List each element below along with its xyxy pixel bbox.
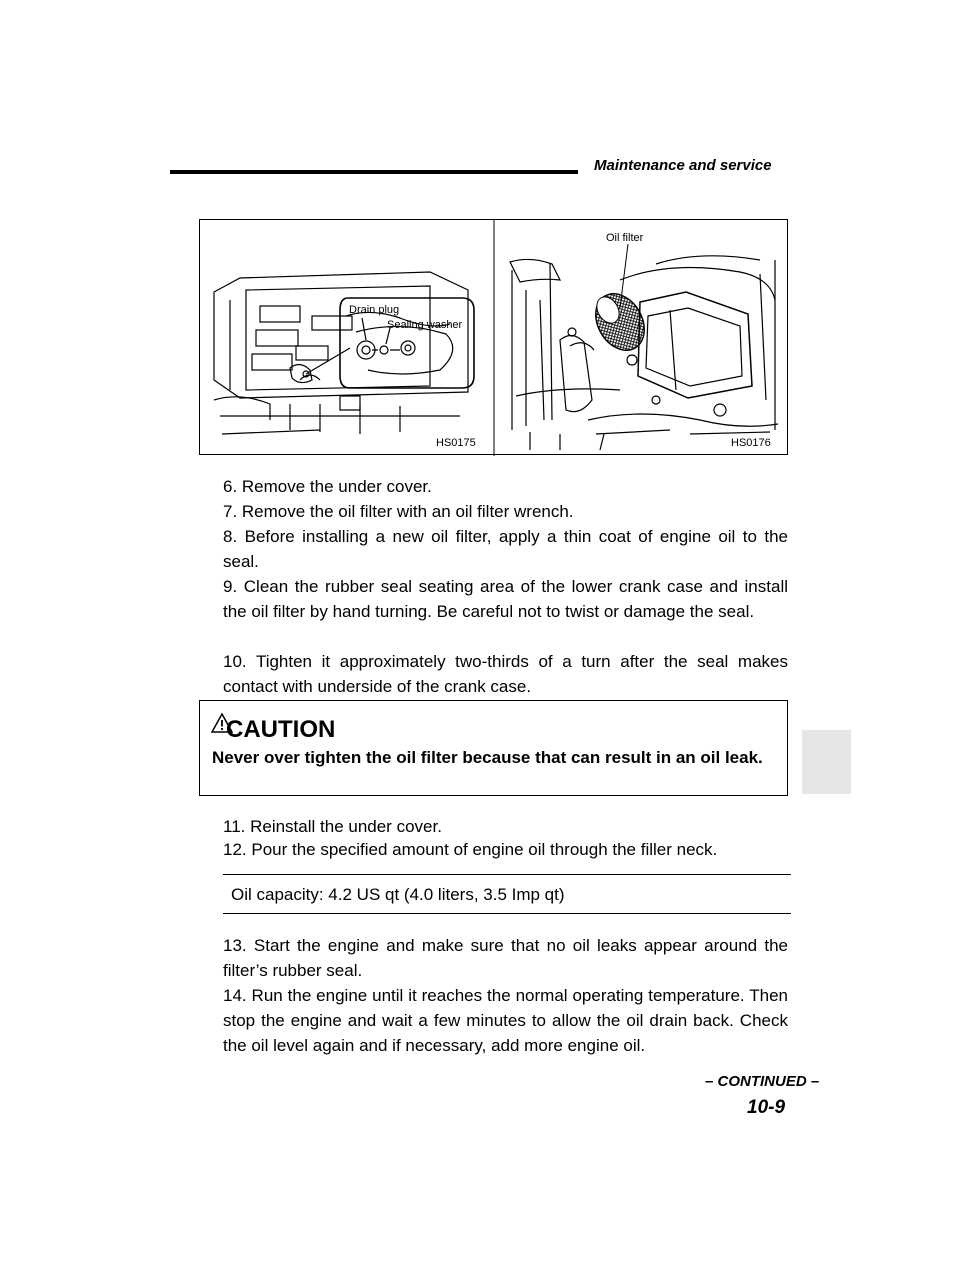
caution-text: Never over tighten the oil filter becaus…: [212, 748, 763, 767]
under-cover-drawing: [213, 271, 475, 435]
step-10: 10. Tighten it approximately two-thirds …: [223, 652, 788, 696]
illustration: Drain plug Sealing washer HS0175: [213, 220, 779, 456]
warning-triangle-icon: [211, 712, 233, 733]
section-title: Maintenance and service: [594, 157, 772, 174]
callout-sealing-washer: Sealing washer: [387, 319, 463, 331]
callout-oil-filter: Oil filter: [606, 232, 644, 244]
chapter-tab: [802, 730, 851, 794]
spec-rule-top: [223, 874, 791, 875]
step-8: 8. Before installing a new oil filter, a…: [223, 527, 788, 571]
figure-code-left: HS0175: [436, 437, 476, 449]
illustration-panel: Drain plug Sealing washer HS0175: [199, 219, 788, 456]
step-11: 11. Reinstall the under cover.: [223, 817, 442, 836]
step-7: 7. Remove the oil filter with an oil fil…: [223, 502, 574, 521]
page-number: 10-9: [747, 1097, 786, 1118]
callout-drain-plug: Drain plug: [349, 304, 399, 316]
caution-box: [199, 700, 788, 796]
step-9: 9. Clean the rubber seal seating area of…: [223, 577, 788, 621]
step-14: 14. Run the engine until it reaches the …: [223, 986, 788, 1055]
header-rule: [170, 170, 578, 174]
spec-rule-bottom: [223, 913, 791, 914]
step-6: 6. Remove the under cover.: [223, 477, 432, 496]
caution-title: CAUTION: [226, 716, 336, 743]
step-13: 13. Start the engine and make sure that …: [223, 936, 788, 980]
oil-capacity-spec: Oil capacity: 4.2 US qt (4.0 liters, 3.5…: [231, 885, 565, 904]
engine-bay-drawing: [509, 255, 779, 451]
step-12: 12. Pour the specified amount of engine …: [223, 840, 718, 859]
oil-filter-drawing: [595, 293, 645, 351]
figure-code-right: HS0176: [731, 437, 771, 449]
continued-label: – CONTINUED –: [705, 1073, 820, 1090]
